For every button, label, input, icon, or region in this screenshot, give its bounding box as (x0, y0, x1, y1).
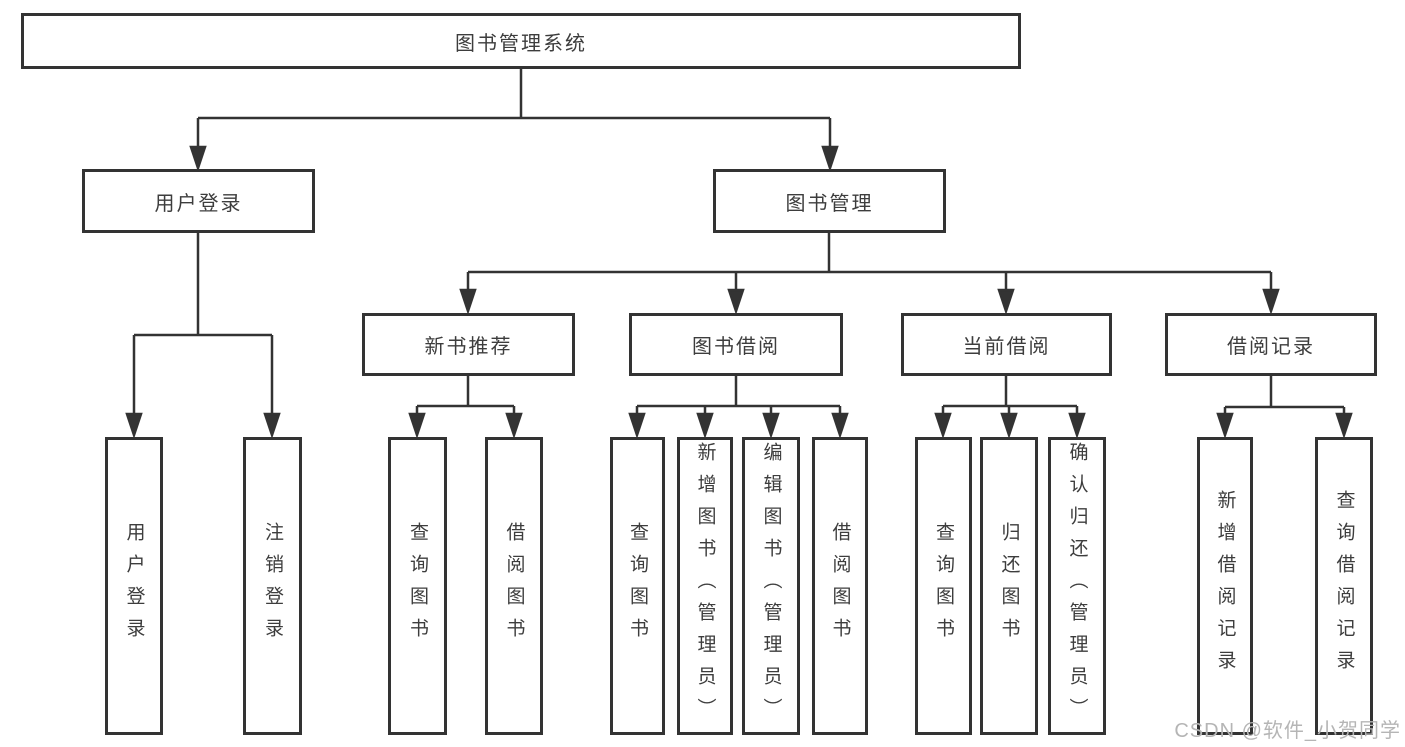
csdn-watermark: CSDN @软件_小贺同学 (1174, 720, 1401, 742)
node-book-management-label: 图书管理 (785, 192, 874, 215)
connector-new-books-to-leaves (408, 376, 523, 439)
leaf-newbooks-borrow-book: 借阅图书 (485, 437, 543, 735)
node-borrow-records: 借阅记录 (1165, 313, 1377, 376)
connector-root-to-level2 (189, 69, 839, 172)
connector-book-mgmt-to-level3 (459, 233, 1280, 315)
leaf-borrow-borrow-book: 借阅图书 (812, 437, 868, 735)
leaf-add-book-admin-label: 新增图书（管理员） (694, 442, 716, 730)
leaf-query-borrow-record-label: 查询借阅记录 (1333, 490, 1355, 682)
node-new-book-recommend: 新书推荐 (362, 313, 575, 376)
leaf-confirm-return-admin: 确认归还（管理员） (1048, 437, 1106, 735)
node-user-login: 用户登录 (82, 169, 315, 233)
leaf-newbooks-query-book: 查询图书 (388, 437, 447, 735)
leaf-add-borrow-record-label: 新增借阅记录 (1214, 490, 1236, 682)
node-new-book-recommend-label: 新书推荐 (424, 336, 513, 358)
node-user-login-label: 用户登录 (154, 192, 243, 215)
connector-book-borrow-to-leaves (628, 376, 849, 439)
leaf-current-query-book: 查询图书 (915, 437, 972, 735)
leaf-logout: 注销登录 (243, 437, 302, 735)
node-root-system: 图书管理系统 (21, 13, 1021, 69)
leaf-newbooks-borrow-book-label: 借阅图书 (503, 522, 525, 650)
leaf-current-query-book-label: 查询图书 (933, 522, 954, 650)
leaf-borrow-query-book: 查询图书 (610, 437, 665, 735)
leaf-borrow-borrow-book-label: 借阅图书 (829, 522, 851, 650)
leaf-edit-book-admin-label: 编辑图书（管理员） (760, 442, 782, 730)
leaf-query-borrow-record: 查询借阅记录 (1315, 437, 1373, 735)
leaf-user-login-label: 用户登录 (123, 522, 145, 650)
leaf-add-book-admin: 新增图书（管理员） (677, 437, 733, 735)
leaf-user-login: 用户登录 (105, 437, 163, 735)
connector-user-login-to-leaves (125, 233, 281, 439)
leaf-return-book-label: 归还图书 (998, 522, 1020, 650)
node-root-system-label: 图书管理系统 (455, 32, 587, 55)
connector-borrow-records-to-leaves (1216, 376, 1353, 439)
connector-current-borrow-to-leaves (934, 376, 1086, 439)
leaf-edit-book-admin: 编辑图书（管理员） (742, 437, 800, 735)
leaf-add-borrow-record: 新增借阅记录 (1197, 437, 1253, 735)
node-book-borrow: 图书借阅 (629, 313, 843, 376)
node-book-borrow-label: 图书借阅 (692, 336, 780, 358)
leaf-logout-label: 注销登录 (262, 522, 283, 650)
node-current-borrow-label: 当前借阅 (962, 336, 1051, 358)
node-book-management: 图书管理 (713, 169, 946, 233)
leaf-confirm-return-admin-label: 确认归还（管理员） (1066, 442, 1088, 730)
node-current-borrow: 当前借阅 (901, 313, 1112, 376)
node-borrow-records-label: 借阅记录 (1227, 336, 1315, 358)
leaf-return-book: 归还图书 (980, 437, 1038, 735)
leaf-newbooks-query-book-label: 查询图书 (407, 522, 428, 650)
leaf-borrow-query-book-label: 查询图书 (627, 522, 648, 650)
